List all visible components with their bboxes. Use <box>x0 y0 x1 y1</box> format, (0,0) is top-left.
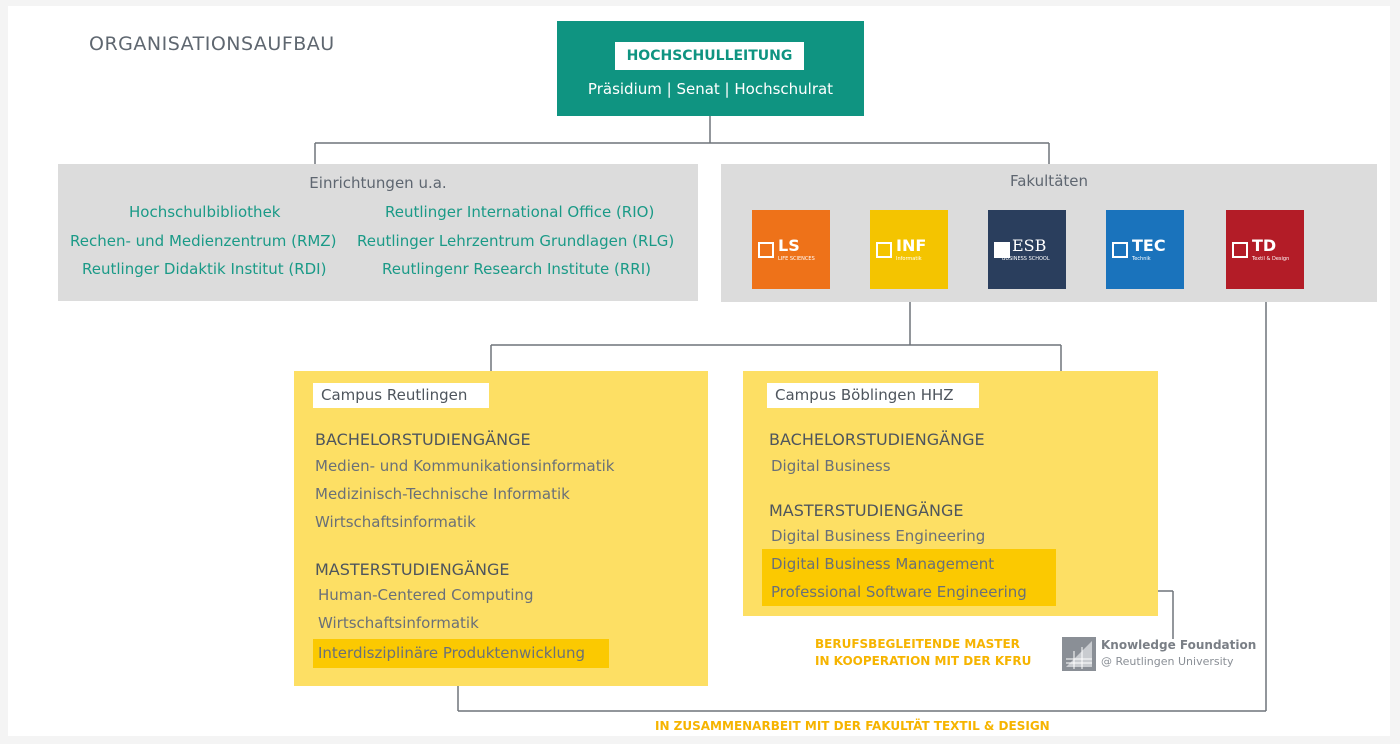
triangle-square-icon <box>994 242 1010 258</box>
einrichtung-item: Reutlinger International Office (RIO) <box>385 203 655 221</box>
faculty-sub: LIFE SCIENCES <box>778 256 815 262</box>
leitung-box: HOCHSCHULLEITUNG Präsidium | Senat | Hoc… <box>557 21 864 116</box>
leitung-title: HOCHSCHULLEITUNG <box>615 42 804 70</box>
leaf-square-icon <box>758 242 774 258</box>
slash-square-icon <box>1112 242 1128 258</box>
einrichtung-item: Reutlingenr Research Institute (RRI) <box>382 260 652 278</box>
program-item: Human-Centered Computing <box>318 586 534 604</box>
faculty-sub: BUSINESS SCHOOL <box>1002 256 1050 262</box>
faculty-label: TEC <box>1132 236 1166 255</box>
bachelor-heading: BACHELORSTUDIENGÄNGE <box>769 430 985 449</box>
faculty-tile-inf[interactable]: INF Informatik <box>870 210 948 289</box>
textil-note: IN ZUSAMMENARBEIT MIT DER FAKULTÄT TEXTI… <box>655 719 1050 733</box>
einrichtung-item: Hochschulbibliothek <box>129 203 281 221</box>
einrichtungen-title: Einrichtungen u.a. <box>309 174 447 192</box>
program-item: Wirtschaftsinformatik <box>315 513 476 531</box>
faculty-tile-td[interactable]: TD Textil & Design <box>1226 210 1304 289</box>
knowledge-foundation-name: Knowledge Foundation <box>1101 638 1257 652</box>
highlight-produktentwicklung <box>313 639 609 668</box>
page-title: ORGANISATIONSAUFBAU <box>89 33 335 55</box>
faculty-tile-tec[interactable]: TEC Technik <box>1106 210 1184 289</box>
einrichtung-item: Rechen- und Medienzentrum (RMZ) <box>70 232 337 250</box>
campus-boeblingen-label: Campus Böblingen HHZ <box>767 383 979 408</box>
master-heading: MASTERSTUDIENGÄNGE <box>315 560 510 579</box>
program-item: Medien- und Kommunikationsinformatik <box>315 457 615 475</box>
einrichtung-item: Reutlinger Lehrzentrum Grundlagen (RLG) <box>357 232 675 250</box>
faculty-tile-esb[interactable]: ESB BUSINESS SCHOOL <box>988 210 1066 289</box>
grid-square-icon <box>1232 242 1248 258</box>
fakultaeten-title: Fakultäten <box>1009 172 1089 190</box>
master-heading: MASTERSTUDIENGÄNGE <box>769 501 964 520</box>
faculty-tile-ls[interactable]: LS LIFE SCIENCES <box>752 210 830 289</box>
campus-reutlingen-label: Campus Reutlingen <box>313 383 489 408</box>
program-item: Digital Business Management <box>771 555 995 573</box>
faculty-sub: Textil & Design <box>1252 256 1290 262</box>
knowledge-foundation-sub: @ Reutlingen University <box>1101 655 1234 668</box>
program-item: Professional Software Engineering <box>771 583 1027 601</box>
program-item: Digital Business Engineering <box>771 527 986 545</box>
faculty-label: INF <box>896 236 927 255</box>
highlight-kfru-programs <box>762 549 1056 606</box>
bachelor-heading: BACHELORSTUDIENGÄNGE <box>315 430 531 449</box>
faculty-sub: Technik <box>1132 256 1151 262</box>
program-item: Medizinisch-Technische Informatik <box>315 485 570 503</box>
program-item: Wirtschaftsinformatik <box>318 614 479 632</box>
kfru-line2: IN KOOPERATION MIT DER KFRU <box>815 654 1032 668</box>
leitung-subtitle: Präsidium | Senat | Hochschulrat <box>587 80 834 98</box>
faculty-label: LS <box>778 236 800 255</box>
einrichtung-item: Reutlinger Didaktik Institut (RDI) <box>82 260 327 278</box>
slash-square-icon <box>876 242 892 258</box>
program-item: Interdisziplinäre Produktenwicklung <box>318 644 586 662</box>
campus-reutlingen-box <box>294 371 708 686</box>
faculty-label: ESB <box>1012 236 1047 255</box>
faculty-sub: Informatik <box>896 256 922 262</box>
einrichtungen-box: Einrichtungen u.a. Hochschulbibliothek R… <box>58 164 698 301</box>
kfru-line1: BERUFSBEGLEITENDE MASTER <box>815 637 1020 651</box>
faculty-label: TD <box>1252 236 1277 255</box>
program-item: Digital Business <box>771 457 891 475</box>
knowledge-foundation-logo-icon <box>1062 637 1096 671</box>
